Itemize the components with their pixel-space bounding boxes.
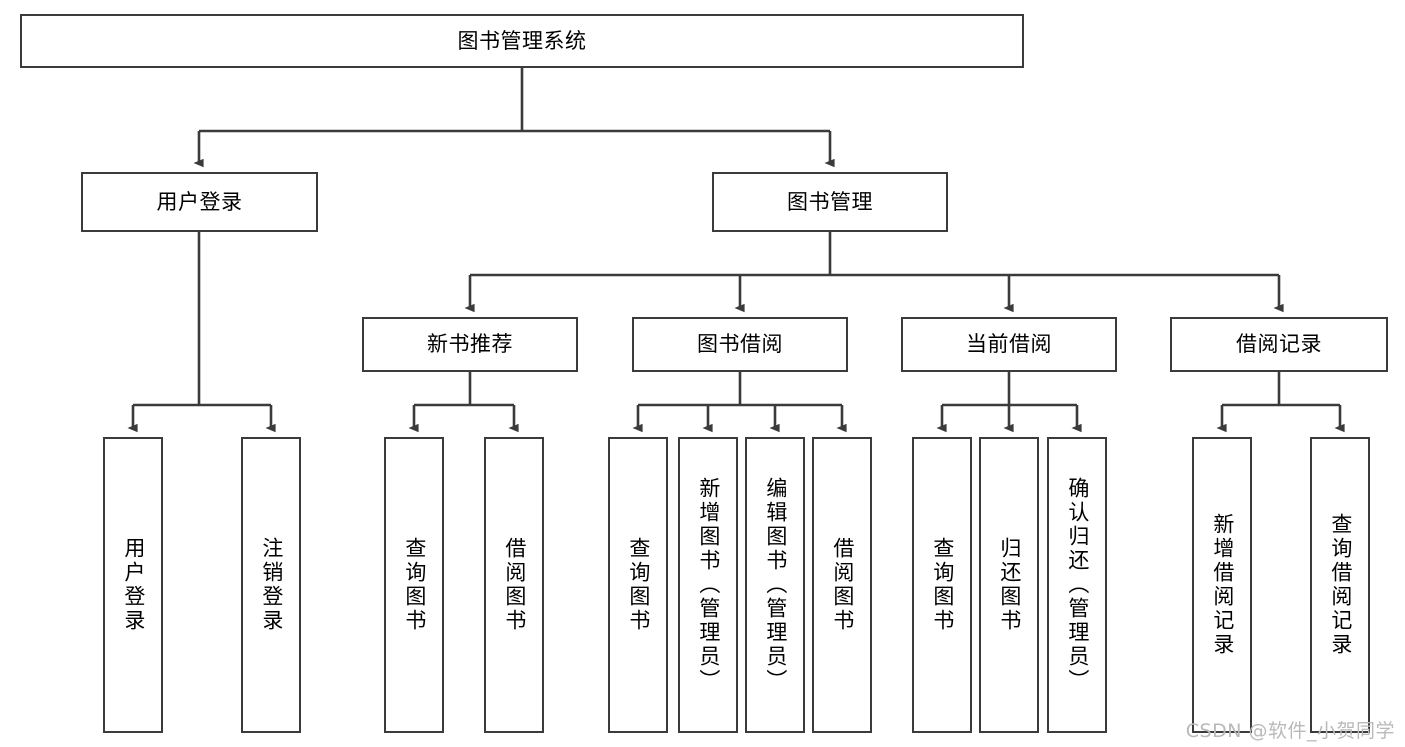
node-label: 用户登录 <box>156 189 243 214</box>
node-label: 归还图书 <box>997 537 1022 633</box>
node-label: 新书推荐 <box>427 332 513 357</box>
node-user-login[interactable]: 用户登录 <box>81 172 318 232</box>
node-leaf-query-book-recommend[interactable]: 查询图书 <box>384 437 444 733</box>
node-label: 查询图书 <box>402 537 427 633</box>
node-leaf-logout-login[interactable]: 注销登录 <box>241 437 301 733</box>
node-label: 编辑图书（管理员） <box>763 477 788 693</box>
node-label: 图书管理 <box>787 189 873 214</box>
node-new-book-recommend[interactable]: 新书推荐 <box>362 317 578 372</box>
node-current-borrow[interactable]: 当前借阅 <box>901 317 1117 372</box>
node-label: 借阅图书 <box>830 537 855 633</box>
node-leaf-edit-book[interactable]: 编辑图书（管理员） <box>745 437 805 733</box>
node-leaf-add-book[interactable]: 新增图书（管理员） <box>678 437 738 733</box>
node-leaf-query-book-borrow[interactable]: 查询图书 <box>608 437 668 733</box>
node-label: 查询图书 <box>930 537 955 633</box>
node-label: 图书管理系统 <box>457 28 587 53</box>
node-label: 借阅图书 <box>502 537 527 633</box>
node-label: 注销登录 <box>259 537 284 633</box>
node-label: 查询图书 <box>626 537 651 633</box>
node-label: 图书借阅 <box>697 332 783 357</box>
node-leaf-query-borrow-record[interactable]: 查询借阅记录 <box>1310 437 1370 733</box>
node-label: 新增借阅记录 <box>1210 513 1235 657</box>
node-label: 用户登录 <box>121 537 146 633</box>
node-book-manage[interactable]: 图书管理 <box>712 172 948 232</box>
node-root-system[interactable]: 图书管理系统 <box>20 14 1024 68</box>
node-leaf-add-borrow-record[interactable]: 新增借阅记录 <box>1192 437 1252 733</box>
node-label: 查询借阅记录 <box>1328 513 1353 657</box>
node-leaf-query-book-current[interactable]: 查询图书 <box>912 437 972 733</box>
node-leaf-user-login[interactable]: 用户登录 <box>103 437 163 733</box>
node-label: 确认归还（管理员） <box>1065 477 1090 693</box>
node-label: 当前借阅 <box>966 332 1052 357</box>
node-leaf-confirm-return[interactable]: 确认归还（管理员） <box>1047 437 1107 733</box>
node-leaf-borrow-book-recommend[interactable]: 借阅图书 <box>484 437 544 733</box>
node-borrow-record[interactable]: 借阅记录 <box>1170 317 1388 372</box>
node-label: 新增图书（管理员） <box>696 477 721 693</box>
node-label: 借阅记录 <box>1236 332 1322 357</box>
node-leaf-borrow-book[interactable]: 借阅图书 <box>812 437 872 733</box>
node-leaf-return-book[interactable]: 归还图书 <box>979 437 1039 733</box>
node-book-borrow[interactable]: 图书借阅 <box>632 317 848 372</box>
watermark-text: CSDN @软件_小贺同学 <box>1185 720 1395 742</box>
